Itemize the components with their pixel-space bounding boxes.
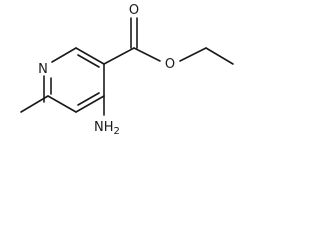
bond-c6-c5 (75, 47, 105, 65)
bond-n1-c6 (51, 47, 77, 63)
ester-group (103, 17, 234, 65)
methyl-bond (20, 95, 49, 113)
pyridine-ring (43, 47, 105, 113)
bond-carbonyl-oxygen (133, 47, 161, 62)
ester-oxygen-label: O (165, 57, 175, 72)
amino-nh-text: NH (94, 120, 114, 135)
amino-subscript-2: 2 (114, 126, 120, 137)
carbonyl-oxygen-label: O (129, 3, 139, 18)
bond-c5-carbonyl (103, 47, 135, 65)
ring-nitrogen-label: N (38, 62, 48, 77)
bond-ch2-ch3 (205, 47, 234, 65)
bond-c4-c3-inner (77, 92, 100, 106)
bond-c4-c3 (75, 95, 105, 113)
amino-group-label: NH2 (94, 120, 120, 137)
chemical-structure: N O O NH2 (20, 3, 234, 137)
bond-c6-c5-inner (77, 54, 100, 68)
bond-c3-c2 (47, 95, 77, 113)
bond-oxygen-ch2 (179, 47, 207, 62)
